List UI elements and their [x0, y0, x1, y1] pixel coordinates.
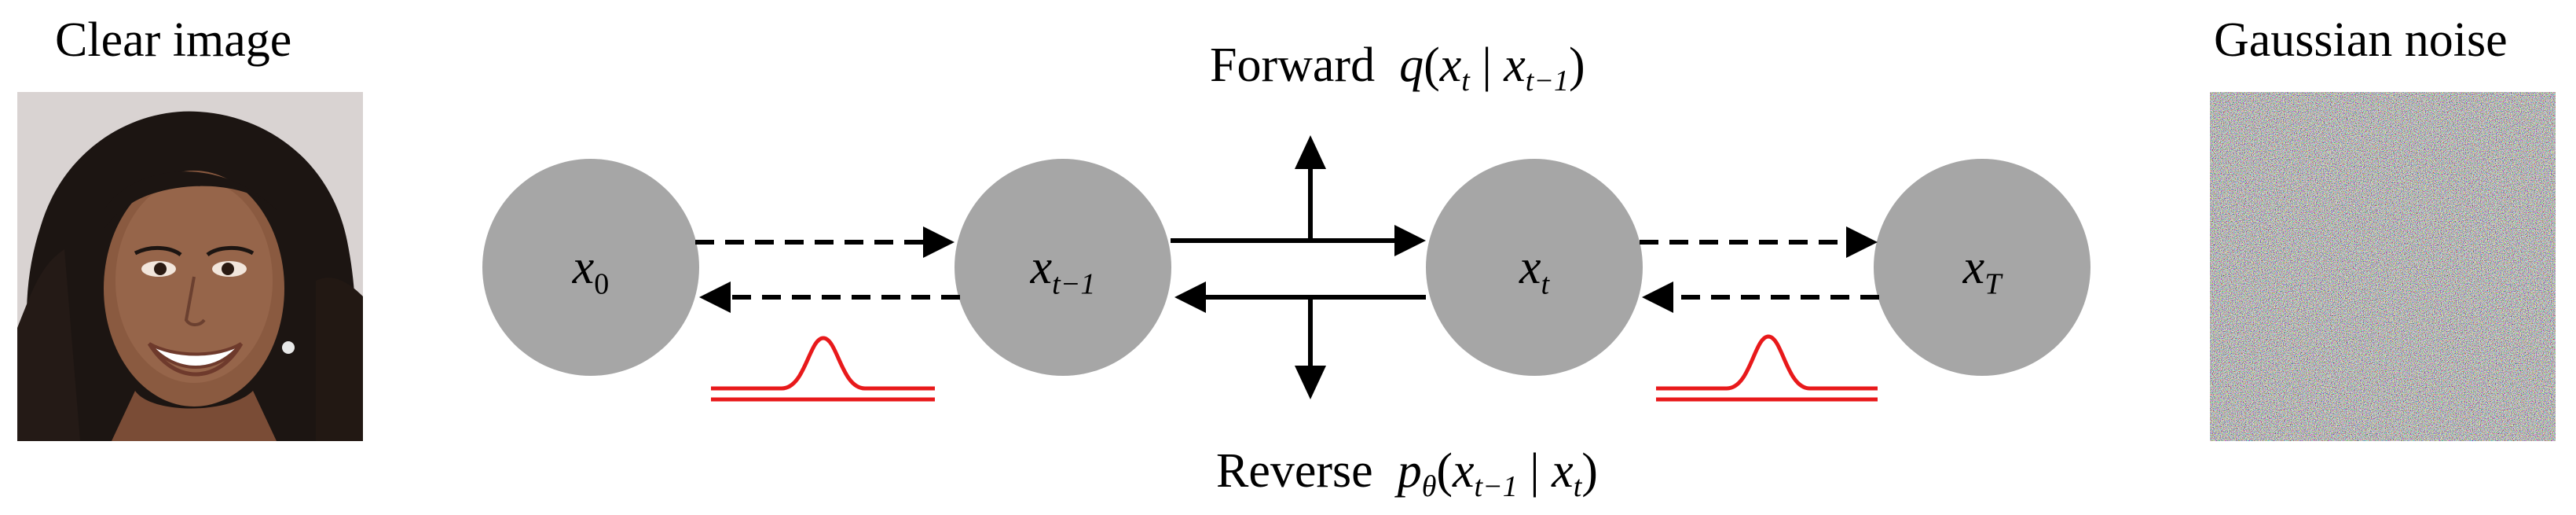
node-label-xt-1: xt−1	[1030, 241, 1096, 301]
solid-forward-arrow	[1171, 225, 1426, 256]
node-xT	[1874, 159, 2090, 376]
forward-equation: Forward q(xt | xt−1)	[1210, 39, 1585, 98]
solid-reverse-arrow	[1174, 281, 1426, 313]
reverse-down-arrow	[1295, 297, 1326, 399]
gaussian-curve-left	[711, 336, 935, 402]
forward-up-arrow	[1295, 135, 1326, 241]
gaussian-curve-right	[1656, 334, 1878, 402]
node-xt-1	[955, 159, 1171, 376]
gaussian-noise-image	[2210, 92, 2556, 441]
dashed-reverse-arrow-right	[1642, 281, 1879, 313]
clear-image-label: Clear image	[55, 13, 292, 67]
node-xt	[1426, 159, 1643, 376]
node-label-xt: xt	[1519, 241, 1550, 301]
node-x0	[482, 159, 699, 376]
reverse-equation: Reverse pθ(xt−1 | xt)	[1216, 444, 1598, 504]
node-label-x0: x0	[572, 241, 610, 301]
gaussian-noise-label: Gaussian noise	[2214, 13, 2508, 67]
clear-face-image	[17, 92, 363, 441]
dashed-reverse-arrow-left	[699, 281, 960, 313]
dashed-forward-arrow-right	[1640, 226, 1878, 258]
dashed-forward-arrow-left	[695, 226, 955, 258]
node-label-xT: xT	[1962, 241, 2002, 301]
